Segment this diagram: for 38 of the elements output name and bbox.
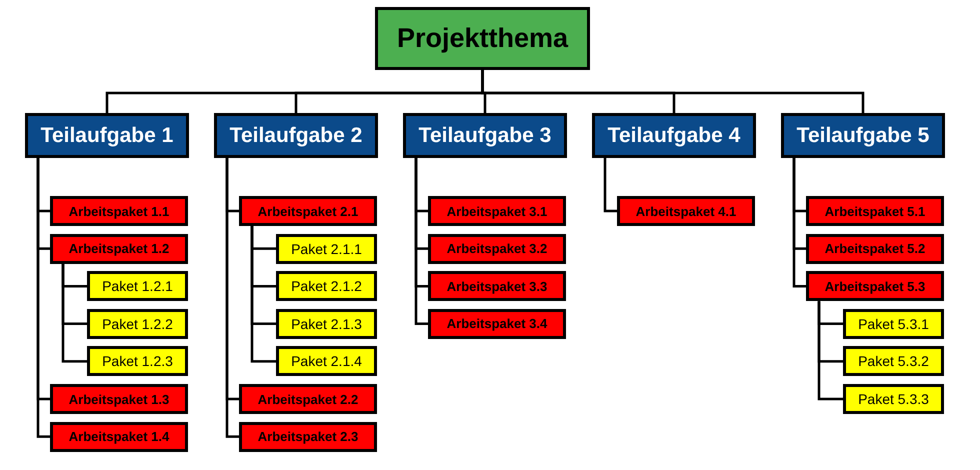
connector-line	[818, 301, 843, 400]
work-package-box: Arbeitspaket 4.1	[617, 196, 755, 226]
package-box: Paket 5.3.2	[843, 346, 944, 376]
package-box: Paket 2.1.1	[276, 234, 377, 264]
subtask-box: Teilaufgabe 5	[781, 113, 945, 158]
work-package-box: Arbeitspaket 1.1	[50, 196, 188, 226]
package-box: Paket 5.3.1	[843, 308, 944, 339]
work-package-box: Arbeitspaket 3.4	[428, 308, 566, 339]
work-package-box: Arbeitspaket 5.2	[806, 234, 944, 264]
package-box: Paket 2.1.3	[276, 308, 377, 339]
work-package-box: Arbeitspaket 5.1	[806, 196, 944, 226]
connector-line	[250, 226, 276, 363]
subtask-box: Teilaufgabe 4	[592, 113, 756, 158]
topic-box: Projektthema	[375, 7, 590, 70]
work-package-box: Arbeitspaket 1.4	[50, 422, 188, 452]
connector-line	[414, 158, 428, 326]
work-package-box: Arbeitspaket 2.3	[239, 422, 377, 452]
work-package-box: Arbeitspaket 2.2	[239, 384, 377, 414]
package-box: Paket 1.2.1	[87, 271, 188, 302]
package-box: Paket 2.1.4	[276, 346, 377, 376]
work-package-box: Arbeitspaket 3.1	[428, 196, 566, 226]
subtask-box: Teilaufgabe 2	[214, 113, 378, 158]
work-package-box: Arbeitspaket 3.3	[428, 271, 566, 302]
connector-line	[792, 158, 806, 288]
work-package-box: Arbeitspaket 3.2	[428, 234, 566, 264]
connector-line	[604, 158, 617, 212]
subtask-box: Teilaufgabe 3	[403, 113, 567, 158]
package-box: Paket 1.2.2	[87, 308, 188, 339]
connector-line	[481, 70, 864, 113]
work-package-box: Arbeitspaket 5.3	[806, 271, 944, 302]
work-package-box: Arbeitspaket 2.1	[239, 196, 377, 226]
work-package-box: Arbeitspaket 1.2	[50, 234, 188, 264]
package-box: Paket 1.2.3	[87, 346, 188, 376]
package-box: Paket 5.3.3	[843, 384, 944, 414]
package-box: Paket 2.1.2	[276, 271, 377, 302]
connector-line	[62, 264, 87, 363]
subtask-box: Teilaufgabe 1	[25, 113, 189, 158]
work-package-box: Arbeitspaket 1.3	[50, 384, 188, 414]
